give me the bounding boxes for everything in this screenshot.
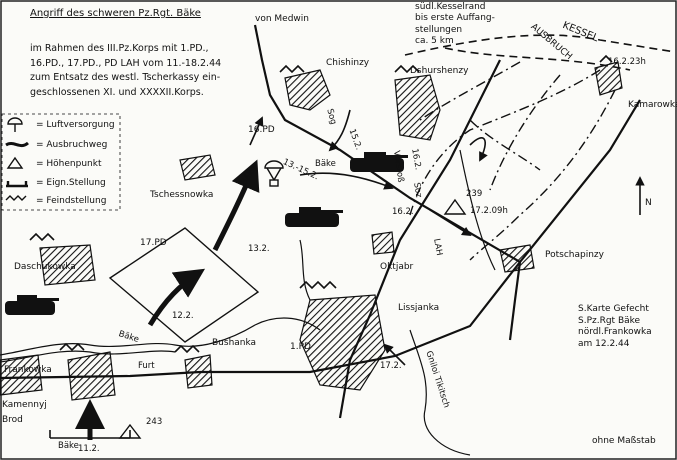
town-kamarowka: Kamarowka — [628, 100, 677, 110]
town-kamennyj: Kamennyj — [2, 400, 47, 410]
label-13-2: 13.2. — [248, 244, 270, 254]
tank-icons — [5, 152, 408, 315]
thin-arrows — [249, 109, 488, 366]
map-title: Angriff des schweren Pz.Rgt. Bäke — [30, 8, 201, 19]
legend-item-hoehenpunkt: = Höhenpunkt — [4, 157, 101, 171]
label-furt: Furt — [138, 361, 155, 371]
label-17-2: 17.2. — [380, 361, 402, 371]
town-brod: Brod — [2, 415, 23, 425]
legend-item-feindstellung: = Feindstellung — [4, 194, 106, 208]
enemy-positions — [29, 54, 613, 354]
town-potschapinzy — [499, 244, 535, 273]
label-16-2-b: 16.2. — [392, 207, 414, 217]
town-tschessnowka: Tschessnowka — [150, 190, 214, 200]
arrow-13-2 — [212, 159, 260, 252]
town-lissjanka: Lissjanka — [398, 303, 440, 313]
town-dshurshenzy: Dshurshenzy — [410, 66, 469, 76]
town-1pd — [299, 294, 386, 391]
tank-icon — [350, 152, 408, 172]
label-16-2-23h: 16.2.23h — [608, 57, 646, 67]
legend-item-eign-stellung: = Eign.Stellung — [4, 176, 106, 190]
legend-frame — [1, 113, 121, 211]
breakout-routes — [409, 61, 616, 261]
town-bushanka — [184, 354, 213, 389]
legend-label: = Höhenpunkt — [36, 159, 102, 169]
town-von-medwin: von Medwin — [255, 14, 309, 24]
intro-text: im Rahmen des III.Pz.Korps mit 1.PD., 16… — [30, 43, 222, 99]
legend-label: = Luftversorgung — [36, 120, 115, 130]
town-chishinzy: Chishinzy — [326, 58, 370, 68]
label-1pd: 1.PD — [290, 342, 311, 352]
legend-label: = Ausbruchweg — [36, 140, 108, 150]
kessel-distance-note: südl.Kesselrand bis erste Auffang- stell… — [415, 2, 495, 46]
own-position-icon — [4, 176, 32, 190]
label-hill-239: 239 — [466, 189, 483, 199]
label-lah: LAH — [431, 237, 444, 257]
north-label: N — [645, 198, 652, 208]
legend-item-ausbruchweg: = Ausbruchweg — [4, 138, 107, 152]
parachute-icon — [264, 160, 284, 187]
town-potschapinzy: Potschapinzy — [545, 250, 604, 260]
town-frankowka — [67, 351, 116, 401]
legend-label: = Eign.Stellung — [36, 178, 106, 188]
town-chishinzy — [284, 69, 331, 111]
town-oktjabr: Oktjabr — [380, 262, 414, 272]
map-source-note: S.Karte Gefecht S.Pz.Rgt Bäke nördl.Fran… — [578, 304, 652, 350]
attack-arrows — [75, 159, 260, 440]
label-soz: Soz — [411, 181, 424, 199]
legend-item-luftversorgung: = Luftversorgung — [4, 118, 115, 132]
town-daschukowka: Daschukowka — [14, 262, 76, 272]
bottom-unit-symbol — [49, 430, 131, 439]
label-bake-d: Bäke — [58, 441, 79, 451]
label-16pd: 16.PD — [248, 125, 275, 135]
towns-shapes — [0, 61, 623, 401]
town-frankowka: Frankowka — [4, 365, 52, 375]
label-17-2-09h: 17.2.09h — [470, 206, 508, 216]
town-daschukowka — [39, 244, 96, 286]
triangle-hill-icon — [4, 157, 32, 171]
legend-symbols — [5, 117, 29, 201]
town-kamennyj — [0, 354, 43, 396]
label-11-2: 11.2. — [78, 444, 100, 454]
town-kamarowka — [594, 61, 623, 96]
label-17pd: 17.PD — [140, 238, 167, 248]
enemy-position-icon — [4, 194, 32, 208]
legend-label: = Feindstellung — [36, 196, 107, 206]
label-hill-243: 243 — [146, 417, 163, 427]
label-bake-a: Bäke — [315, 159, 336, 169]
scale-note: ohne Maßstab — [592, 436, 656, 446]
tank-icon — [285, 207, 343, 227]
arrow-12-2 — [147, 268, 206, 327]
parachute-icon — [4, 118, 32, 132]
label-12-2: 12.2. — [172, 311, 194, 321]
tank-icon — [5, 295, 59, 315]
town-oktjabr — [371, 231, 395, 255]
town-bushanka: Bushanka — [212, 338, 257, 348]
town-tschessnowka — [179, 154, 216, 181]
breakout-arrow-icon — [4, 138, 32, 152]
engagement-box — [108, 227, 260, 343]
town-dshurshenzy — [394, 74, 441, 141]
